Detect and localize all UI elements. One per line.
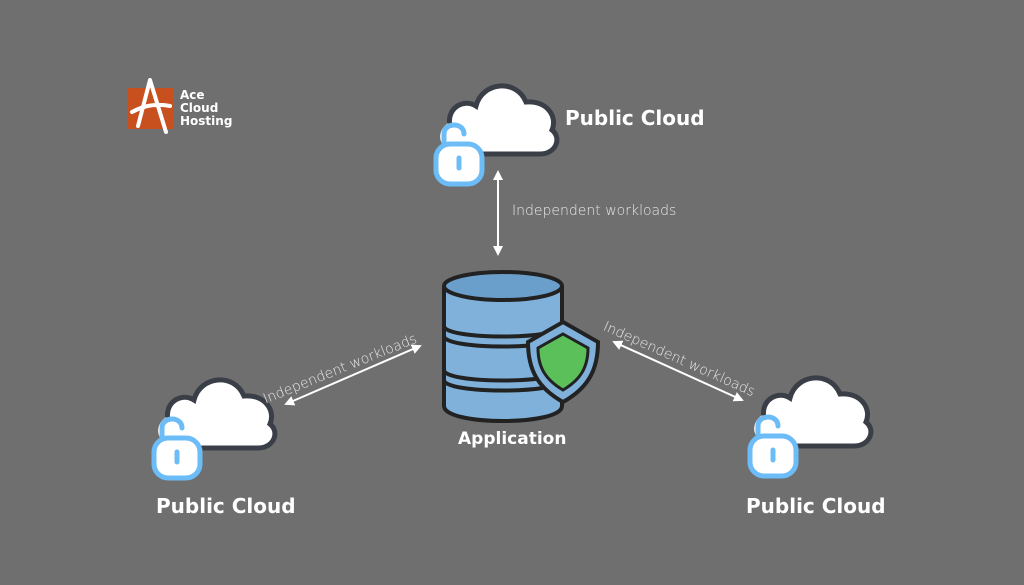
logo-mark-icon xyxy=(128,78,173,134)
application-label: Application xyxy=(458,429,567,449)
right-cloud-lock-icon xyxy=(750,378,871,476)
top-edge-label: Independent workloads xyxy=(512,203,677,219)
top-cloud-lock-icon xyxy=(436,86,557,184)
shield-icon xyxy=(525,319,601,405)
left-cloud-label: Public Cloud xyxy=(156,494,296,518)
top-cloud-label: Public Cloud xyxy=(565,106,705,130)
right-arrow xyxy=(612,340,744,402)
right-cloud-label: Public Cloud xyxy=(746,494,886,518)
left-cloud-lock-icon xyxy=(154,380,275,478)
logo-line-3: Hosting xyxy=(180,114,233,128)
left-arrow xyxy=(284,344,422,406)
logo-line-2: Cloud xyxy=(180,101,219,115)
logo-text: Ace Cloud Hosting xyxy=(180,89,232,128)
logo-line-1: Ace xyxy=(180,88,205,102)
